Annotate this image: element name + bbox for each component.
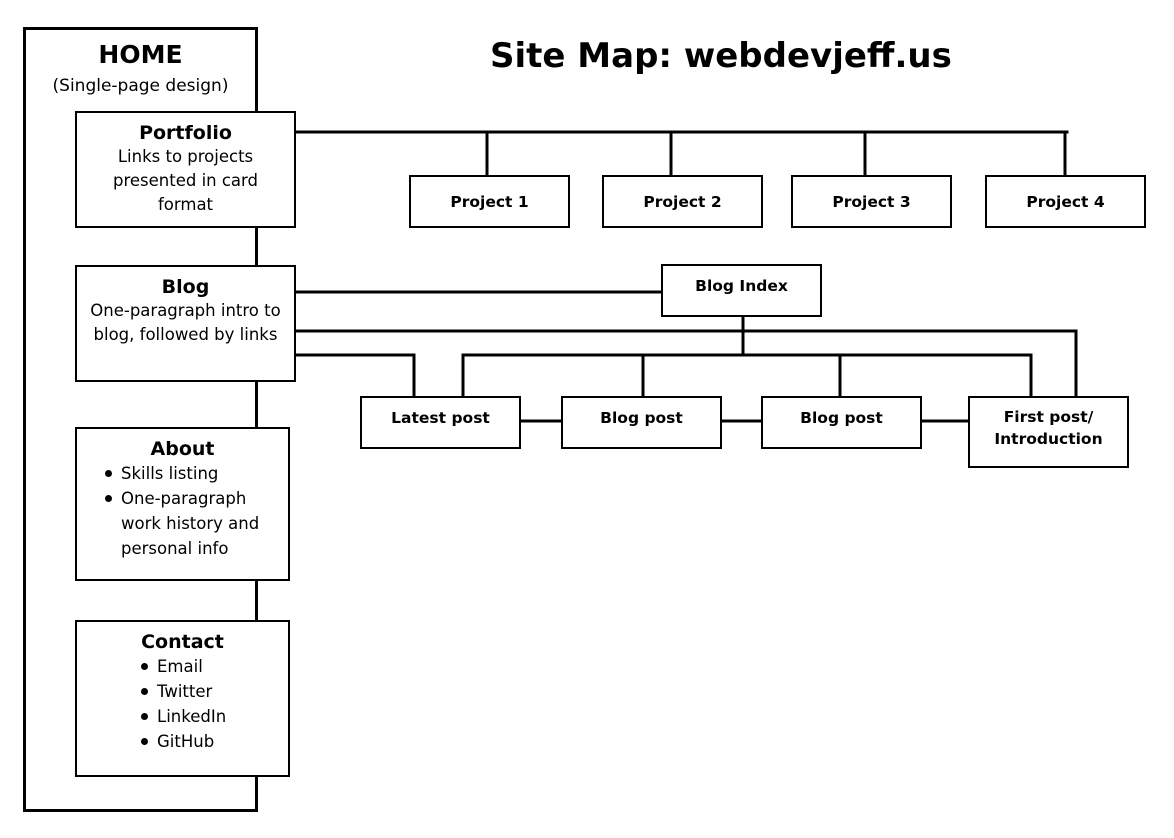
contact-list-item: GitHub bbox=[137, 729, 288, 754]
page-title: Site Map: webdevjeff.us bbox=[490, 36, 952, 76]
blog-post-box: Blog post bbox=[761, 396, 922, 449]
about-list-item: Skills listing bbox=[101, 461, 266, 486]
contact-list: Email Twitter LinkedIn GitHub bbox=[137, 654, 288, 754]
about-title: About bbox=[150, 438, 215, 460]
latest-post-box: Latest post bbox=[360, 396, 521, 449]
portfolio-line: presented in card bbox=[112, 171, 259, 190]
blog-box: Blog One-paragraph intro to blog, follow… bbox=[75, 265, 296, 382]
blog-title: Blog bbox=[161, 276, 210, 298]
contact-box: Contact Email Twitter LinkedIn GitHub bbox=[75, 620, 290, 777]
blog-post-box: Blog post bbox=[561, 396, 722, 449]
contact-title: Contact bbox=[141, 631, 224, 653]
portfolio-box: Portfolio Links to projects presented in… bbox=[75, 111, 296, 228]
portfolio-line: format bbox=[157, 195, 214, 214]
contact-list-item: LinkedIn bbox=[137, 704, 288, 729]
blog-line: blog, followed by links bbox=[93, 325, 278, 344]
project-box-1: Project 1 bbox=[409, 175, 570, 228]
project-box-2: Project 2 bbox=[602, 175, 763, 228]
portfolio-line: Links to projects bbox=[117, 147, 254, 166]
project-box-4: Project 4 bbox=[985, 175, 1146, 228]
about-list-item: One-paragraph work history and personal … bbox=[101, 486, 266, 561]
blog-line: One-paragraph intro to bbox=[90, 301, 281, 320]
portfolio-title: Portfolio bbox=[139, 122, 232, 144]
blog-index-box: Blog Index bbox=[661, 264, 822, 317]
first-post-box: First post/ Introduction bbox=[968, 396, 1129, 468]
home-subtitle: (Single-page design) bbox=[52, 76, 229, 96]
contact-list-item: Twitter bbox=[137, 679, 288, 704]
home-title: HOME bbox=[98, 40, 183, 69]
about-list: Skills listing One-paragraph work histor… bbox=[101, 461, 266, 561]
contact-list-item: Email bbox=[137, 654, 288, 679]
project-box-3: Project 3 bbox=[791, 175, 952, 228]
about-box: About Skills listing One-paragraph work … bbox=[75, 427, 290, 581]
